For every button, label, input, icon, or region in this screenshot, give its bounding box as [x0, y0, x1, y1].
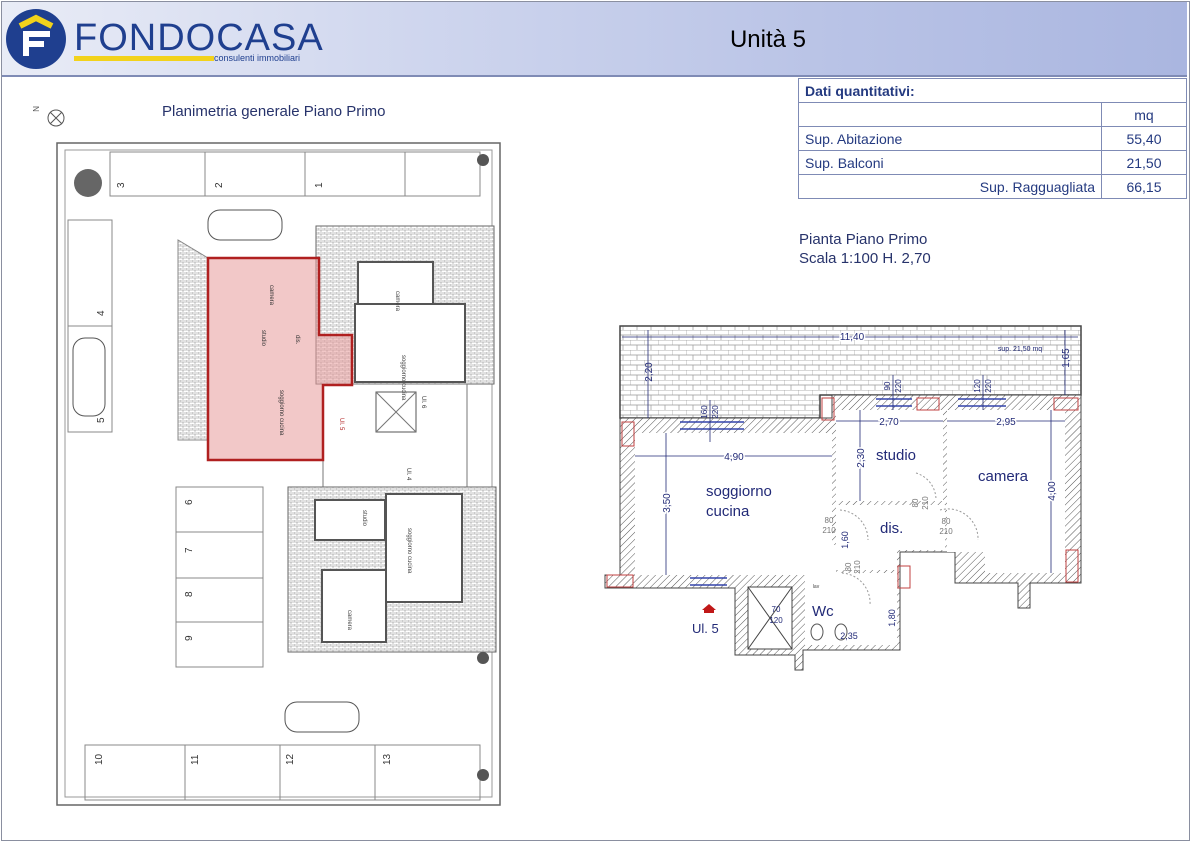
quantities-heading: Dati quantitativi: [798, 78, 1187, 103]
unit-plan-title: Pianta Piano Primo Scala 1:100 H. 2,70 [799, 230, 931, 268]
header-band: FONDOCASA consulenti immobiliari Unità 5 [2, 2, 1187, 77]
fondocasa-logo: FONDOCASA consulenti immobiliari [6, 9, 324, 69]
svg-text:FONDOCASA: FONDOCASA [74, 17, 324, 59]
row-value: 66,15 [1101, 174, 1187, 199]
row-value: 55,40 [1101, 126, 1187, 151]
unit-plan-name: Pianta Piano Primo [799, 231, 928, 248]
unit-header: mq [1101, 102, 1187, 127]
site-plan-title: Planimetria generale Piano Primo [162, 103, 386, 120]
unit-plan-scale: Scala 1:100 H. 2,70 [799, 250, 931, 267]
unit-title: Unità 5 [729, 26, 807, 53]
row-label: Sup. Balconi [798, 150, 1102, 175]
row-value: 21,50 [1101, 150, 1187, 175]
svg-text:consulenti immobiliari: consulenti immobiliari [214, 53, 300, 63]
row-label: Sup. Ragguagliata [798, 174, 1102, 199]
row-label: Sup. Abitazione [798, 126, 1102, 151]
